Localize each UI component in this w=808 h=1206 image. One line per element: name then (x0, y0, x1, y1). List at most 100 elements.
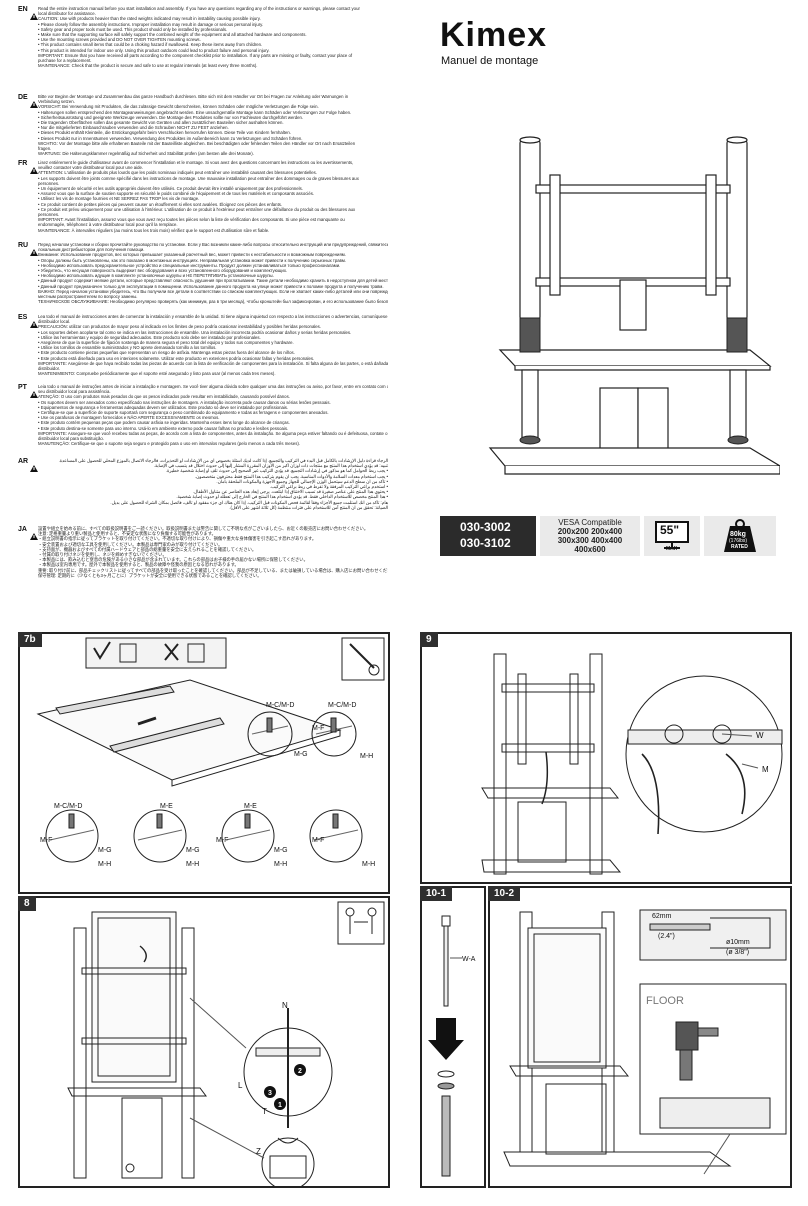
instruction-line: IMPORTANTE: Assegure-se que você recebeu… (38, 430, 388, 436)
step-10-1-panel: 10-1 W-A (420, 886, 486, 1188)
instruction-line: • يحتوي هذا المنتج على عناصر صغيرة قد تس… (192, 489, 388, 495)
instruction-block: Перед началом установки и сборки прочита… (38, 242, 388, 308)
part-label: M-F (216, 837, 228, 844)
instruction-line: distribuidor local para substituição. (38, 436, 104, 442)
warning-icon (30, 315, 38, 328)
instruction-line: Перед началом установки и сборки прочита… (38, 242, 388, 247)
instruction-line: • Os suportes devem ser anexados como es… (38, 399, 331, 405)
instruction-line: 重要: 取り付け前に、部品チェックリストに従ってすべての部品を受け取ったことを確… (38, 567, 388, 573)
part-label: M-E (160, 803, 173, 810)
instruction-line: 設置や組立を始める前に、すべての取扱説明書をご一読ください。取扱説明書または警告… (38, 526, 369, 531)
brand-logo: Kimex (440, 16, 548, 54)
instruction-line: تنبيه: قد يؤدي استخدام هذا المنتج مع منت… (153, 463, 388, 469)
instruction-line: • Este produto contém pequenas peças que… (38, 420, 290, 426)
instruction-line: • Assurez vous que la surface de soutien… (38, 191, 315, 197)
part-label: M-F (40, 837, 52, 844)
weight-label: RATED (731, 544, 748, 550)
instruction-line: • يجب ربط الحوامل كما هو مذكور في إرشادا… (165, 468, 388, 474)
step-8-panel: 8 N L (18, 896, 390, 1188)
instruction-line: WICHTIG: Vor der Montage bitte alle erha… (38, 140, 356, 146)
step-8-diagram: N L T Z 1 2 3 (67, 901, 385, 1186)
instruction-line: ・安全装置および適切な工具を使用してください。本製品は専門家のみが取り付けてくだ… (38, 541, 223, 547)
instruction-line: هام: تأكد من أنك استلمت جميع الأجزاء وفق… (110, 499, 388, 505)
part-label: M-G (98, 847, 112, 854)
step-tag: 7b (18, 632, 42, 647)
language-code: RU (18, 242, 29, 249)
part-label: M-F (312, 837, 324, 844)
instruction-line: PRECAUCIÓN: utilizar con productos de ma… (38, 324, 322, 330)
model-codes: 030-3002 030-3102 (440, 516, 536, 556)
part-label: M-H (98, 861, 111, 868)
step-10-2-panel: 10-2 62mm (2.4") ø10mm (ø 3/8") (488, 886, 792, 1188)
vesa-size: 200x200 200x400 (557, 527, 623, 536)
step-number: 3 (268, 1090, 272, 1097)
part-label: M-F (312, 725, 324, 732)
instruction-line: • Необходимо использовать предохранитель… (38, 262, 341, 268)
instruction-line: • يجب استخدام معدات السلامة والأدوات الم… (194, 473, 388, 479)
instruction-line: • Les supports doivent être joints comme… (38, 175, 359, 181)
instruction-line: • Los soportes deben acoplarse tal como … (38, 329, 352, 335)
dimension-label: 62mm (652, 913, 672, 920)
instruction-line: • This product is intended for indoor us… (38, 47, 270, 53)
instruction-block: Leia todo o manual de instruções antes d… (38, 384, 388, 452)
instruction-line: • Данный продукт предназначен только для… (38, 283, 384, 289)
part-label: M-H (274, 861, 287, 868)
part-label: M (762, 765, 769, 774)
instruction-line: • Certifique-se que a superfície de supo… (38, 410, 329, 416)
instruction-line: Внимание: Использование продуктов, вес к… (38, 252, 346, 258)
model-code: 030-3002 (460, 520, 511, 534)
instruction-line: • Dieses Produkt nur in Innenräumen verw… (38, 135, 303, 141)
step-tag: 10-2 (488, 886, 521, 901)
weight-kg: 80kg (730, 531, 746, 538)
instruction-line: ・支持面が、機器およびすべての付属ハードウェアと部品の総重量を安全に支えられるこ… (38, 546, 257, 552)
step-7b-panel: 7b (18, 632, 390, 894)
instruction-line: ATENÇÃO: O uso com produtos mais pesados… (38, 394, 290, 400)
instruction-line: CAUTION: Use with products heavier than … (38, 16, 261, 22)
instruction-line: • تأكد من أن سطح الدعم سيتحمل الوزن الإج… (216, 478, 388, 484)
instruction-line: • Sicherheitsausrüstung und geeignete We… (38, 114, 304, 120)
instruction-line: • Данный продукт содержит мелкие детали,… (38, 278, 388, 284)
instruction-line: IMPORTANT: Avant l'installation, assurez… (38, 217, 345, 223)
instruction-line: • Необходимо использовать идущие в компл… (38, 273, 274, 279)
instruction-line: • Un équipement de sécurité et les outil… (38, 186, 303, 192)
instruction-line: • Este producto está diseñado para uso e… (38, 355, 315, 361)
instruction-line: endommagée, téléphonez à votre distribut… (38, 222, 178, 228)
weight-lb: (176lbs) (729, 538, 748, 544)
instruction-line: • استخدم براغي التركيب المرفقة ولا تفرط … (269, 484, 388, 490)
step-tag: 8 (18, 896, 36, 911)
instruction-line: местным распространителем по вопросу зам… (38, 294, 138, 300)
instruction-line: 保守管理: 定期的に（少なくとも3ヶ月ごとに）ブラケットが安全に使用できる状態で… (38, 572, 262, 578)
instruction-line: Lisez entièrement le guide d'utilisateur… (38, 160, 354, 165)
instruction-line: • Safety gear and proper tools must be u… (38, 26, 228, 32)
instruction-block: Lea todo el manual de instrucciones ante… (38, 314, 388, 378)
instruction-line: • Asegúrese de que la superficie de fija… (38, 340, 294, 346)
instruction-line: локальным дистрибьютором для получения п… (38, 247, 145, 253)
part-label: M-H (186, 861, 199, 868)
instruction-line: Verbindung setzen. (38, 99, 75, 105)
instruction-line: seu distribuidor local para assistência. (38, 389, 111, 395)
part-label: M-C/M-D (54, 803, 82, 810)
language-code: PT (18, 384, 27, 391)
instruction-line: ATTENTION: L'utilisation de produits plu… (38, 170, 318, 176)
instruction-line: • Убедитесь, что несущая поверхность выд… (38, 268, 288, 274)
language-code: DE (18, 94, 28, 101)
instruction-block: Lisez entièrement le guide d'utilisateur… (38, 160, 388, 236)
instruction-line: • Halterungen sollen entsprechend den Mo… (38, 109, 352, 115)
instruction-line: • Dieses Produkt enthält Kleinteile, die… (38, 130, 291, 136)
step-9-diagram: W M (481, 653, 783, 875)
instruction-line: • Опоры должны быть установлены, как это… (38, 257, 347, 263)
instruction-line: VORSICHT: Bei Verwendung mit Produkten, … (38, 104, 319, 110)
step-7b-diagram: M-C/M-D M-G M-C/M-D M-F M-H M-C/M-D M-F … (36, 637, 385, 868)
instruction-line: personnes. (38, 180, 60, 186)
part-label: N (282, 1001, 288, 1010)
instruction-line: ・付属の取り付けネジを使用し、ネジを締めすぎないでください。 (38, 552, 167, 558)
max-label: MAX (666, 546, 678, 552)
instruction-line: • Ce produit est prévu uniquement pour u… (38, 206, 356, 212)
instruction-block: Bitte vor Beginn der Montage und Zusamme… (38, 94, 388, 156)
part-label: M-C/M-D (328, 702, 356, 709)
dimension-label: (ø 3/8") (726, 949, 749, 956)
warning-icon (30, 95, 38, 108)
instruction-line: veuillez contacter votre distributeur lo… (38, 165, 144, 171)
dimension-label: (2.4") (658, 933, 675, 940)
instruction-line: ・本製品は室内専用です。屋外で本製品を使用すると、製品の故障や怪我の原因となる恐… (38, 562, 239, 568)
